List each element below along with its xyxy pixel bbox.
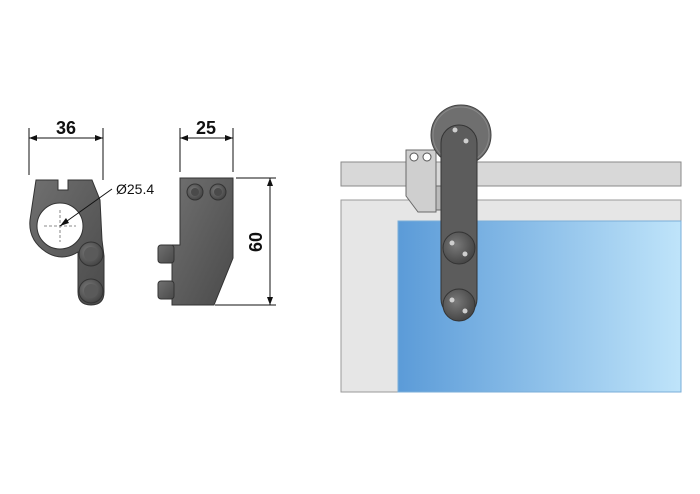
strap-pin-top-a bbox=[452, 127, 458, 133]
clamp-front-view: 36 Ø25.4 bbox=[28, 118, 154, 306]
dim-60-label: 60 bbox=[246, 232, 266, 252]
rail-bracket bbox=[405, 149, 437, 213]
dim-60-arrow-bottom bbox=[267, 297, 273, 305]
door-clamp-lower-pin-a bbox=[449, 297, 455, 303]
dim-25-label: 25 bbox=[196, 118, 216, 138]
door-clamp-upper bbox=[442, 231, 476, 265]
rail-bracket-screw-left bbox=[409, 152, 419, 162]
hanger-strap bbox=[440, 124, 478, 318]
diameter-leader bbox=[59, 188, 113, 227]
door-clamp-upper-pin-a bbox=[449, 240, 455, 246]
glass-door bbox=[397, 220, 682, 393]
rail-bracket-screw-right bbox=[422, 152, 432, 162]
strap-pin-top-b bbox=[463, 138, 469, 144]
assembly-view bbox=[340, 104, 682, 393]
door-clamp-lower bbox=[442, 288, 476, 322]
bracket-side-view: 25 60 bbox=[157, 118, 276, 306]
door-clamp-lower-pin-b bbox=[462, 308, 468, 314]
bracket-bolt-upper bbox=[157, 244, 175, 264]
diameter-arrow bbox=[60, 218, 69, 226]
clamp-bolt-upper-inner bbox=[84, 247, 98, 261]
dim-25-arrow-left bbox=[180, 135, 188, 141]
diameter-label: Ø25.4 bbox=[116, 181, 154, 197]
bracket-body bbox=[171, 177, 234, 306]
dim-25-arrow-right bbox=[225, 135, 233, 141]
bracket-screw-right-inner bbox=[214, 188, 222, 196]
dim-60-arrow-top bbox=[267, 178, 273, 186]
rail bbox=[340, 161, 682, 187]
clamp-bolt-lower-inner bbox=[84, 284, 98, 298]
bracket-screw-left-inner bbox=[191, 188, 199, 196]
dim-36-arrow-left bbox=[29, 135, 37, 141]
dim-36-arrow-right bbox=[95, 135, 103, 141]
dim-36-label: 36 bbox=[56, 118, 76, 138]
bracket-bolt-lower bbox=[157, 280, 175, 300]
door-clamp-upper-pin-b bbox=[462, 251, 468, 257]
